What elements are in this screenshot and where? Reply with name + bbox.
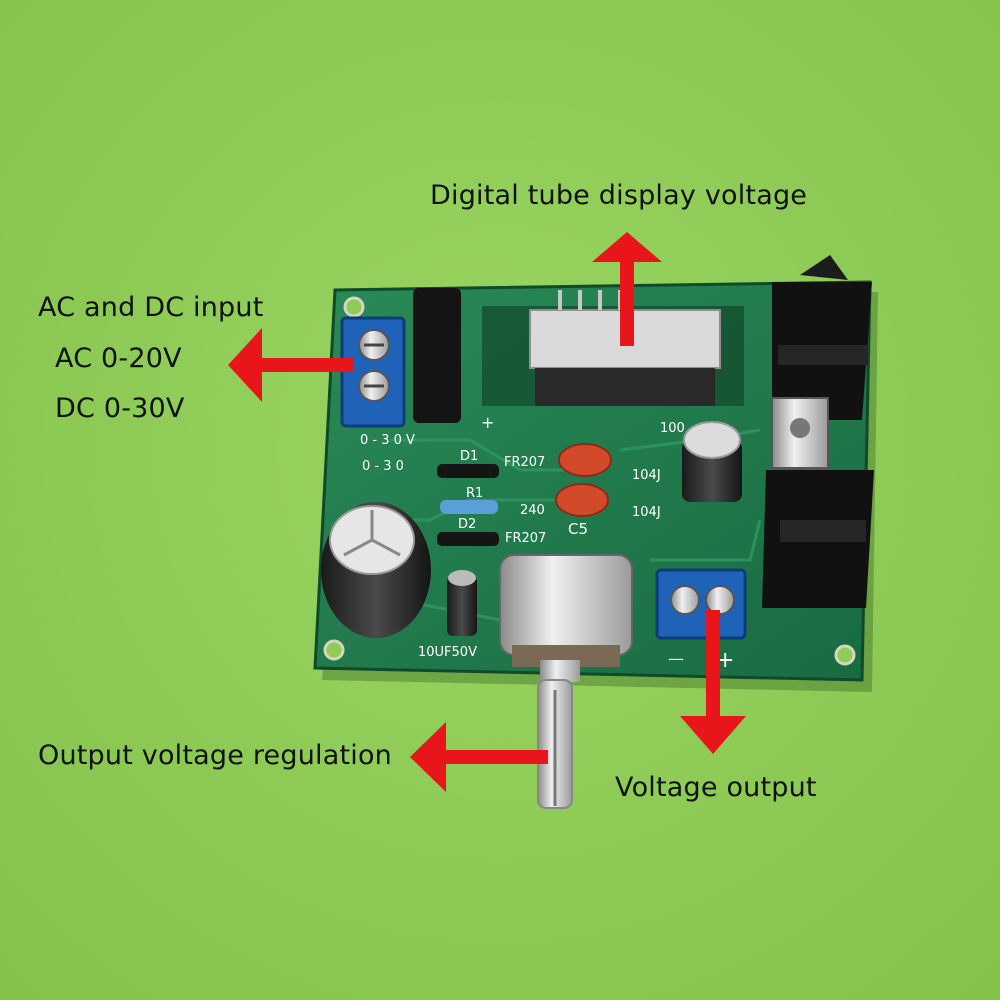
label-voltage-output: Voltage output: [615, 772, 817, 803]
silk-fr207b: FR207: [505, 531, 546, 546]
silk-c5: C5: [568, 520, 588, 538]
silk-minus: —: [668, 649, 684, 668]
resistor-r1: [440, 500, 498, 514]
arrow-regulation: [410, 722, 548, 792]
voltage-display-module: [482, 290, 744, 406]
heatsink-bottom: [762, 470, 874, 608]
label-output-regulation: Output voltage regulation: [38, 740, 392, 771]
silk-d2: D2: [458, 517, 476, 532]
arrow-input: [228, 328, 354, 402]
diode-d1: [437, 464, 499, 478]
silk-d1: D1: [460, 449, 478, 464]
arrow-display: [592, 232, 662, 346]
silk-104j-a: 104J: [632, 468, 661, 483]
bridge-rectifier: [413, 288, 461, 423]
silk-100: 100: [660, 421, 685, 436]
silk-0-30v-b: 0 - 3 0: [362, 459, 404, 474]
small-capacitor: [447, 570, 477, 636]
silk-plus-display: +: [481, 413, 494, 432]
large-filter-capacitor: [321, 502, 431, 638]
potentiometer: [499, 554, 633, 809]
silk-104j-b: 104J: [632, 505, 661, 520]
label-input-title: AC and DC input: [38, 292, 264, 323]
voltage-regulator: [771, 397, 829, 469]
ceramic-capacitor-1: [558, 443, 612, 477]
output-terminal-block: [655, 568, 747, 640]
output-capacitor: [682, 421, 742, 502]
heatsink-top: [772, 255, 872, 420]
silk-10uf: 10UF50V: [418, 645, 477, 660]
silk-plus: +: [716, 648, 734, 673]
silk-0-30v: 0 - 3 0 V: [360, 433, 415, 448]
silk-240: 240: [520, 503, 545, 518]
label-display-voltage: Digital tube display voltage: [430, 180, 808, 211]
label-input-ac: AC 0-20V: [55, 343, 182, 374]
diode-d2: [437, 532, 499, 546]
ceramic-capacitor-2: [555, 483, 609, 517]
arrow-output: [680, 610, 746, 754]
silk-fr207: FR207: [504, 455, 545, 470]
label-input-dc: DC 0-30V: [55, 393, 185, 424]
silk-r1: R1: [466, 486, 483, 501]
